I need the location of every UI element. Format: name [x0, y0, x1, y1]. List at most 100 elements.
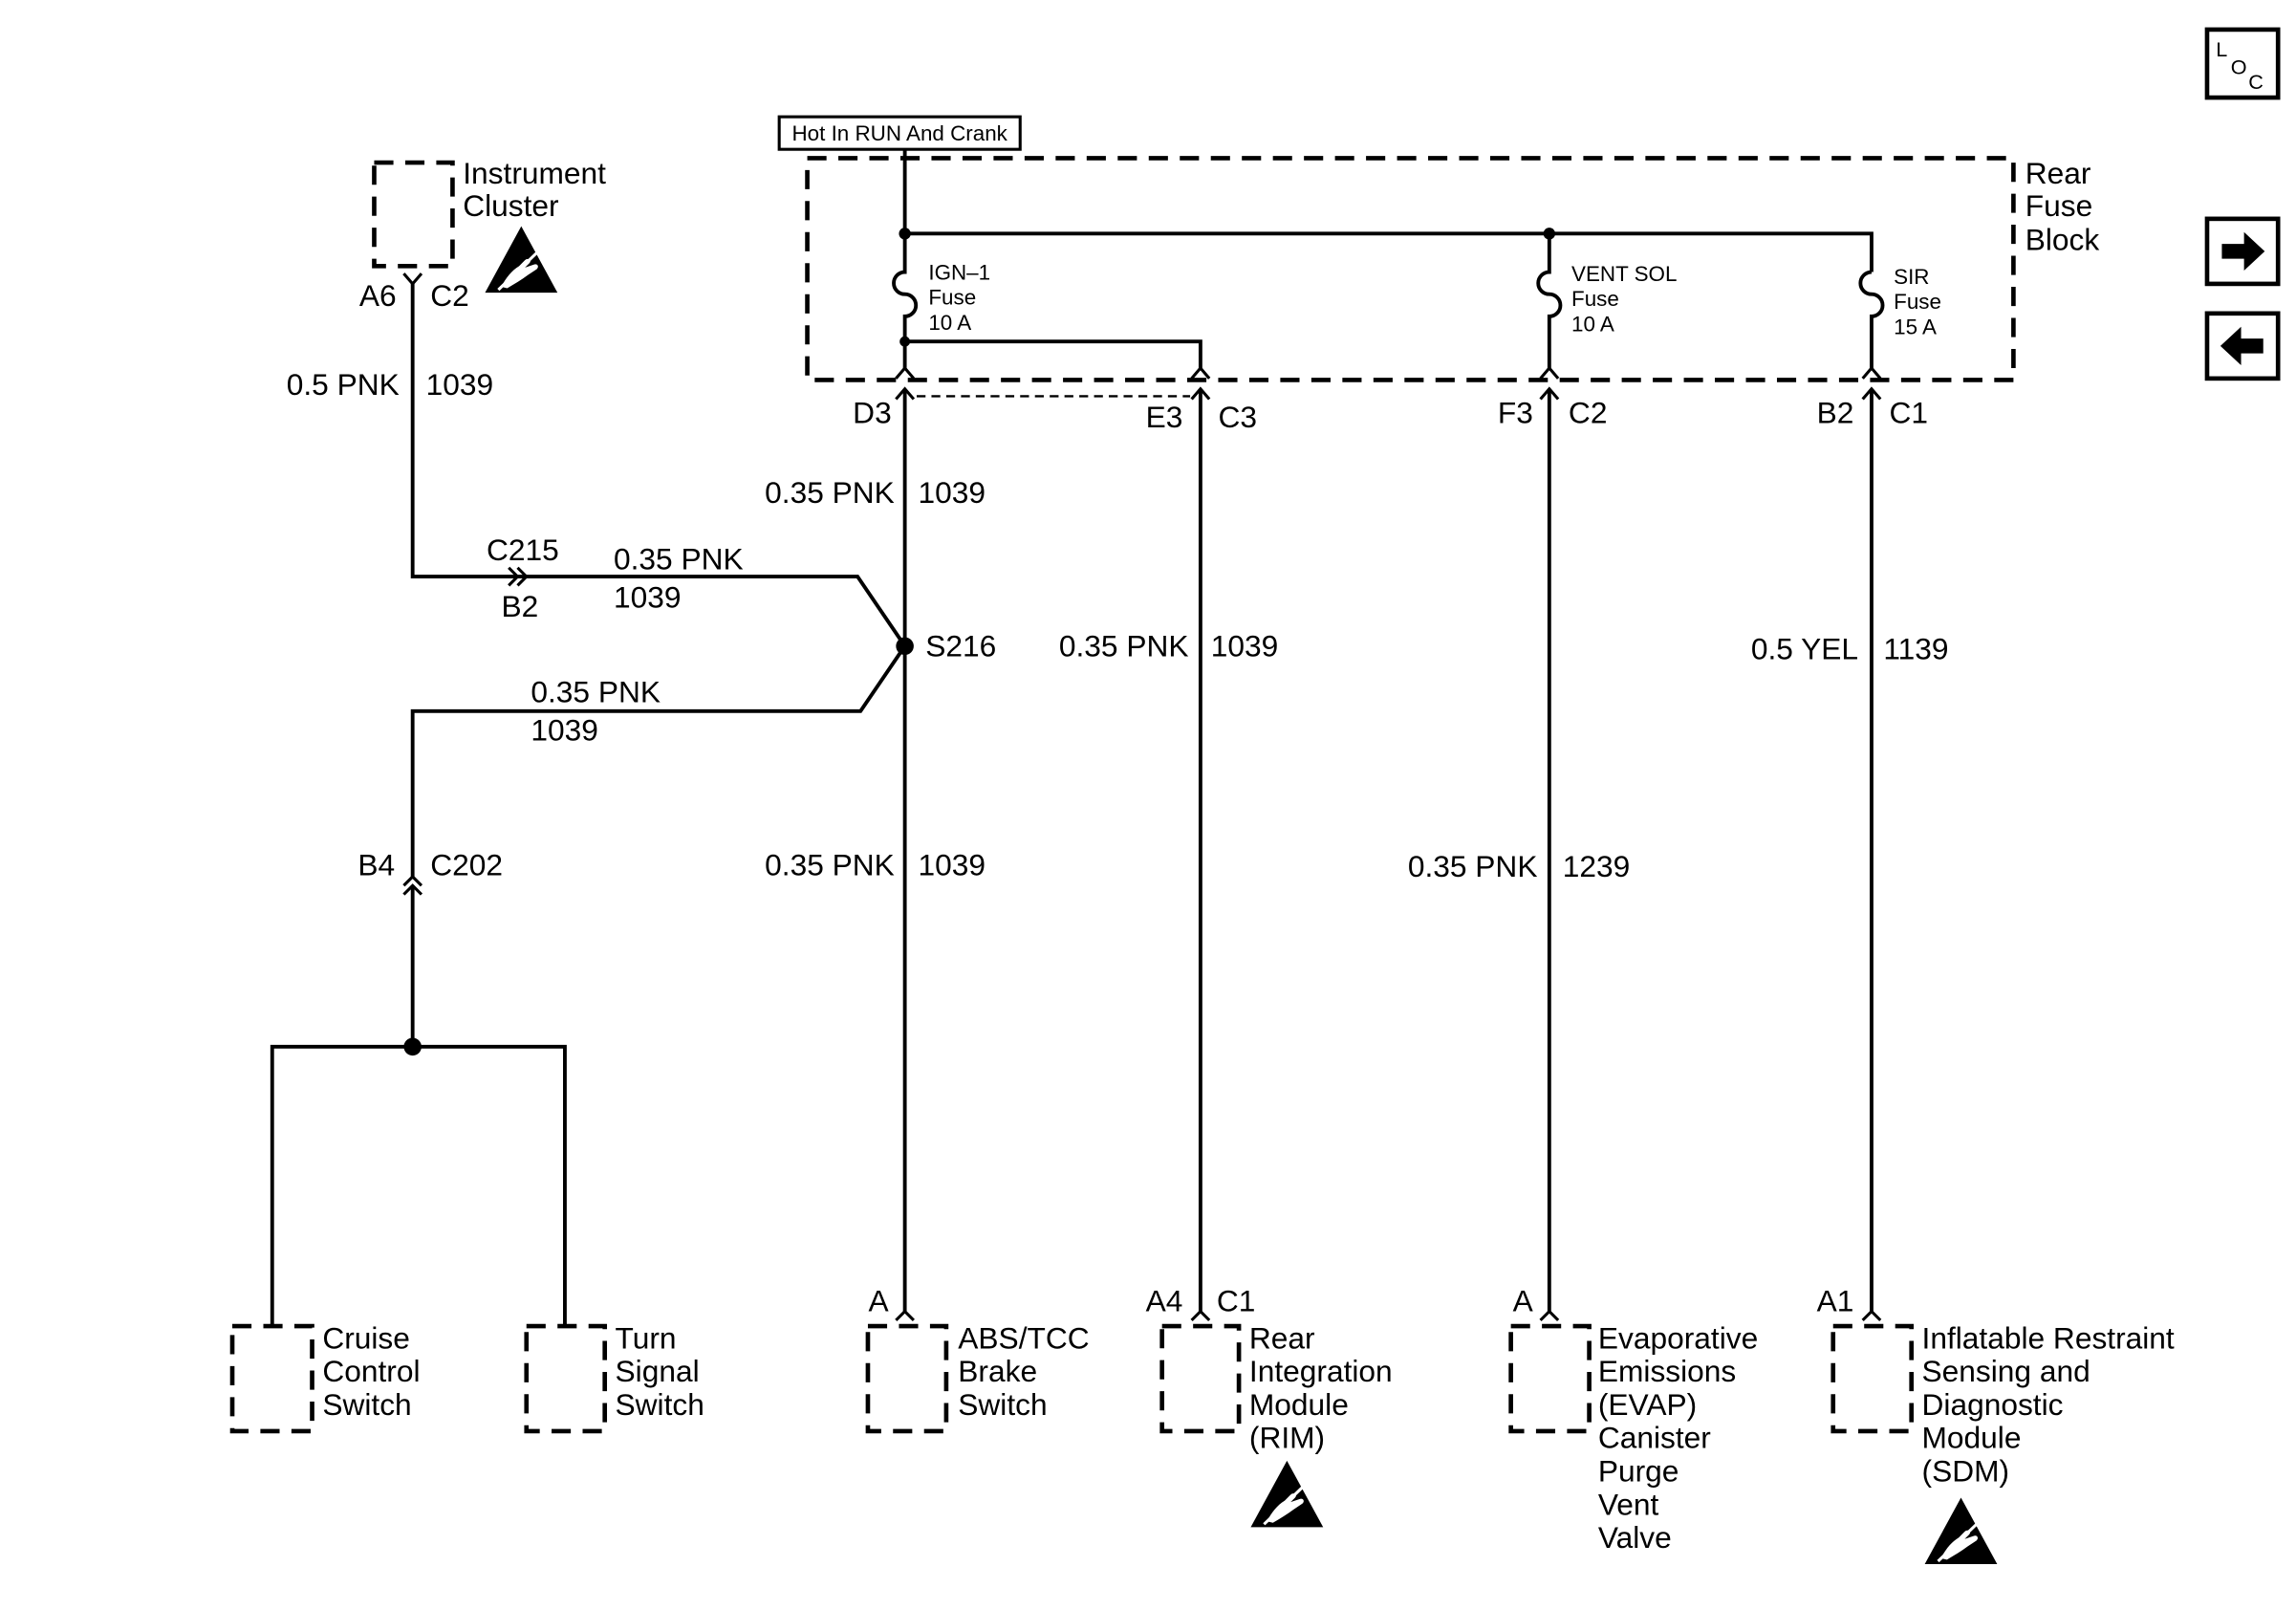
- esd-warning-icon: [485, 226, 558, 294]
- instrument-cluster: Instrument Cluster A6 C2 0.5 PNK 1039 C2…: [287, 156, 907, 647]
- feed-wires: 0.35 PNK 1039 S216 0.35 PNK 1039 0.5 YEL…: [765, 388, 1948, 1312]
- component-label: Brake: [958, 1354, 1037, 1388]
- wire-gauge-color: 0.35 PNK: [1059, 629, 1189, 664]
- component-terminal: [1861, 1309, 1882, 1322]
- vent-sol-fuse-element: [1536, 233, 1563, 370]
- component-box: [1159, 1323, 1242, 1434]
- wire-gauge-color: 0.5 PNK: [287, 367, 400, 402]
- component-label: Switch: [616, 1387, 704, 1422]
- ign1-fuse-element: [892, 233, 919, 370]
- ign1-branch-dot: [899, 336, 911, 347]
- fuse-block-outline: [805, 156, 2016, 382]
- component-label: Inflatable Restraint: [1922, 1320, 2175, 1355]
- component-pin: A: [868, 1284, 889, 1318]
- switch-branch: 0.35 PNK 1039 B4 C202: [270, 644, 907, 1327]
- locator-letter: O: [2231, 54, 2247, 78]
- component-box: [524, 1323, 608, 1434]
- sir-fuse-label: Fuse: [1894, 290, 1941, 314]
- component-label: (RIM): [1249, 1421, 1325, 1455]
- inflatable-restraint-sdm: A1 Inflatable Restraint Sensing and Diag…: [1817, 1284, 2175, 1565]
- hot-in-run-and-crank-box: Hot In RUN And Crank: [777, 115, 1022, 151]
- sir-fuse-element: [1858, 270, 1885, 370]
- pin-f3: F3: [1498, 395, 1533, 429]
- circuit-number: 1039: [426, 367, 494, 402]
- fuse-block-label-line: Block: [2025, 222, 2100, 256]
- component-pin: A: [1513, 1284, 1534, 1318]
- component-label: Valve: [1598, 1520, 1672, 1555]
- component-label: Cruise: [322, 1320, 410, 1355]
- connector-c202-pin: B4: [357, 847, 395, 881]
- wire-gauge-color: 0.35 PNK: [1408, 849, 1538, 883]
- component-label: (SDM): [1922, 1453, 2010, 1488]
- previous-page-button[interactable]: [2204, 311, 2281, 381]
- fuse-block-terminal: [1861, 365, 1882, 380]
- esd-warning-icon: [1250, 1460, 1324, 1528]
- fuse-block-label-line: Rear: [2025, 156, 2091, 190]
- cluster-feed-wire: [410, 283, 907, 647]
- component-label: Evaporative: [1598, 1320, 1758, 1355]
- supply-box-frame: [777, 115, 1022, 151]
- wire-gauge-color: 0.35 PNK: [765, 475, 895, 510]
- circuit-number: 1139: [1883, 632, 1948, 666]
- wire-gauge-color: 0.35 PNK: [614, 541, 744, 576]
- next-page-button[interactable]: [2204, 216, 2281, 287]
- component-box: [1830, 1323, 1915, 1434]
- cruise-control-switch: Cruise Control Switch: [229, 1320, 421, 1434]
- ign1-branch-wire: [904, 339, 1202, 370]
- supply-box-label: Hot In RUN And Crank: [792, 121, 1008, 145]
- connector-c3: C3: [1218, 400, 1257, 434]
- component-box: [1508, 1323, 1592, 1434]
- component-terminal: [895, 1309, 915, 1322]
- sir-fuse-rating: 15 A: [1894, 315, 1937, 338]
- pin-a6: A6: [359, 278, 397, 313]
- component-label: Purge: [1598, 1453, 1679, 1488]
- inline-connector-chevron: [508, 566, 520, 587]
- component-label: Emissions: [1598, 1354, 1736, 1388]
- vent-sol-fuse-rating: 10 A: [1571, 312, 1614, 336]
- esd-hand: [1267, 1493, 1304, 1523]
- fuse-block-terminal: [1190, 365, 1211, 380]
- cluster-terminal: [402, 272, 423, 287]
- component-locator-button[interactable]: L O C: [2204, 27, 2281, 100]
- wire-gauge-color: 0.35 PNK: [531, 675, 661, 709]
- fuse-block-terminal: [1539, 365, 1560, 380]
- arrow-left-icon[interactable]: [2220, 326, 2264, 365]
- connector-c202: B4 C202: [357, 847, 503, 896]
- component-connector: C1: [1217, 1284, 1256, 1318]
- rear-integration-module: A4 C1 Rear Integration Module (RIM): [1146, 1284, 1393, 1528]
- esd-slash: [497, 251, 538, 292]
- circuit-number: 1039: [919, 847, 986, 881]
- component-terminal: [1190, 1309, 1211, 1322]
- connector-c1: C1: [1890, 395, 1929, 429]
- circuit-number: 1039: [531, 713, 598, 748]
- component-label: Signal: [616, 1354, 700, 1388]
- component-label: Integration: [1249, 1354, 1393, 1388]
- connector-c202-label: C202: [430, 847, 503, 881]
- instrument-cluster-label: Instrument: [463, 156, 606, 190]
- fuse-bus-wire: [904, 231, 1874, 272]
- connector-c215-label: C215: [487, 533, 559, 567]
- component-label: Rear: [1249, 1320, 1315, 1355]
- component-locator-icon[interactable]: [2204, 27, 2281, 100]
- vent-sol-fuse-label: Fuse: [1571, 287, 1619, 311]
- splice-label: S216: [925, 629, 996, 664]
- circuit-number: 1039: [1211, 629, 1279, 664]
- component-label: Vent: [1598, 1487, 1659, 1521]
- component-label: Diagnostic: [1922, 1387, 2064, 1422]
- switch-split-wire: [270, 1044, 567, 1327]
- esd-triangle: [485, 226, 558, 294]
- esd-triangle: [1250, 1460, 1324, 1528]
- component-label: Canister: [1598, 1421, 1711, 1455]
- ign1-fuse-label: IGN–1: [928, 260, 990, 284]
- esd-triangle: [1924, 1497, 1998, 1565]
- component-pin: A4: [1146, 1284, 1183, 1318]
- connector-c215-pin: B2: [501, 589, 538, 623]
- arrow-right-icon[interactable]: [2221, 231, 2265, 271]
- instrument-cluster-box: [372, 160, 455, 269]
- pin-b2: B2: [1817, 395, 1854, 429]
- locator-letter: C: [2248, 70, 2264, 94]
- evap-canister-purge-vent-valve: A Evaporative Emissions (EVAP) Canister …: [1508, 1284, 1758, 1555]
- component-pin: A1: [1817, 1284, 1854, 1318]
- component-label: Turn: [616, 1320, 677, 1355]
